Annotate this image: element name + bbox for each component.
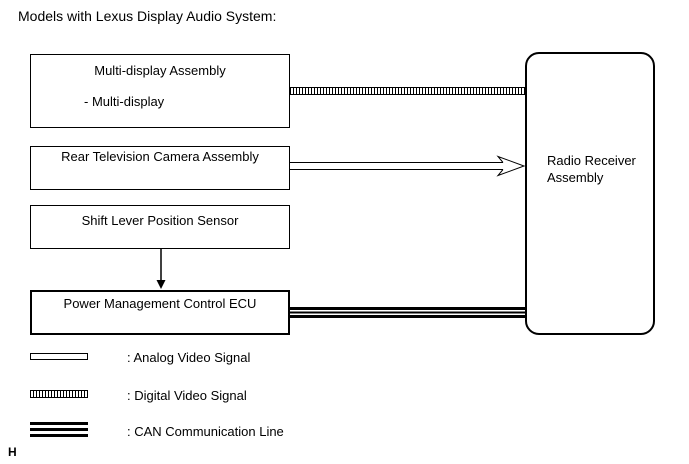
- can-line-symbol-icon: [30, 422, 88, 437]
- multi-display-assembly-label: Multi-display Assembly: [94, 63, 226, 78]
- page-marker: H: [8, 445, 17, 459]
- rear-television-camera-box: Rear Television Camera Assembly: [30, 146, 290, 190]
- legend-can-label: : CAN Communication Line: [127, 424, 284, 439]
- radio-receiver-line2: Assembly: [547, 170, 604, 185]
- shift-lever-position-sensor-label: Shift Lever Position Sensor: [81, 213, 239, 228]
- digital-signal-symbol-icon: [30, 390, 88, 398]
- multi-display-assembly-box: Multi-display Assembly - Multi-display: [30, 54, 290, 128]
- radio-receiver-assembly-label: Radio Receiver Assembly: [547, 152, 636, 186]
- analog-signal-symbol-icon: [30, 353, 88, 360]
- analog-video-signal-arrow: [290, 155, 526, 177]
- radio-receiver-assembly-box: Radio Receiver Assembly: [525, 52, 655, 335]
- shift-lever-position-sensor-box: Shift Lever Position Sensor: [30, 205, 290, 249]
- shift-to-ecu-arrow: [156, 249, 166, 289]
- power-management-ecu-label: Power Management Control ECU: [63, 296, 257, 311]
- radio-receiver-line1: Radio Receiver: [547, 153, 636, 168]
- page-title: Models with Lexus Display Audio System:: [18, 8, 277, 24]
- can-communication-line: [290, 307, 525, 318]
- legend-digital-label: : Digital Video Signal: [127, 388, 247, 403]
- multi-display-sub-label: - Multi-display: [84, 94, 165, 109]
- power-management-ecu-box: Power Management Control ECU: [30, 290, 290, 335]
- digital-video-signal-line: [290, 87, 525, 95]
- rear-television-camera-label: Rear Television Camera Assembly: [61, 149, 259, 164]
- legend-analog-label: : Analog Video Signal: [127, 350, 251, 365]
